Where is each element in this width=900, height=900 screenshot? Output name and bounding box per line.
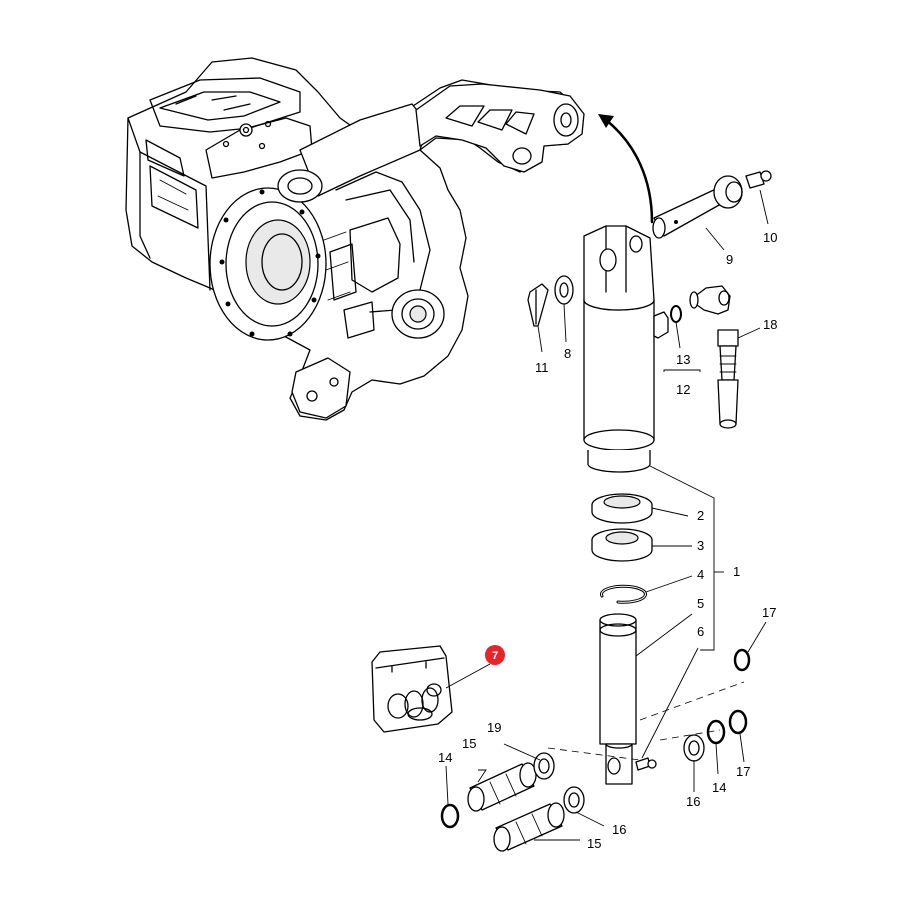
callout-10: 10 (763, 230, 777, 245)
part-14-circlip-right (706, 719, 726, 745)
part-2-seal (591, 493, 653, 524)
callout-7[interactable]: 7 (492, 650, 498, 662)
part-5-piston-rod (599, 613, 637, 785)
callout-3: 3 (697, 538, 704, 553)
hydraulic-cylinder-body (583, 225, 669, 473)
part-10-grease-nipple (745, 170, 772, 189)
part-12-elbow-fitting (689, 285, 731, 315)
part-17-circlip-lower (728, 709, 748, 735)
callout-13: 13 (676, 352, 690, 367)
callout-11: 11 (535, 360, 549, 375)
part-4-circlip (600, 584, 647, 604)
callout-8: 8 (564, 346, 571, 361)
part-6-grease-nipple (635, 757, 657, 771)
callout-15-lower: 15 (587, 836, 601, 851)
callout-14-left: 14 (438, 750, 452, 765)
callout-2: 2 (697, 508, 704, 523)
callout-17-lower: 17 (736, 764, 750, 779)
part-17-circlip-upper (733, 648, 751, 672)
part-13-o-ring (670, 305, 682, 323)
transmission-housing (125, 57, 585, 421)
part-19-seal (533, 752, 555, 780)
callout-12: 12 (676, 382, 690, 397)
callout-9: 9 (726, 252, 733, 267)
part-9-pin (652, 175, 743, 239)
callout-7-highlight[interactable]: 7 (485, 645, 505, 665)
callout-16-lower: 16 (612, 822, 626, 837)
part-16-seal-lower (563, 786, 585, 814)
part-3-guide-ring (591, 528, 653, 562)
part-11-split-pin (527, 283, 549, 327)
callout-6: 6 (697, 624, 704, 639)
callout-14-right: 14 (712, 780, 726, 795)
callout-19: 19 (487, 720, 501, 735)
callout-18: 18 (763, 317, 777, 332)
assembly-direction-arrow (598, 114, 654, 224)
callout-1: 1 (733, 564, 740, 579)
part-7-seal-kit (371, 645, 453, 733)
highlight-badge[interactable] (485, 645, 505, 665)
part-18-hose (717, 329, 739, 429)
callout-16-right: 16 (686, 794, 700, 809)
part-14-circlip-left (440, 803, 460, 829)
part-8-washer (554, 275, 574, 305)
callout-5: 5 (697, 596, 704, 611)
part-16-seal-right (683, 734, 705, 762)
callout-4: 4 (697, 567, 704, 582)
callout-15-upper: 15 (462, 736, 476, 751)
callout-17-upper: 17 (762, 605, 776, 620)
part-15-pin-upper (467, 762, 537, 812)
part-15-pin-lower (493, 802, 565, 852)
